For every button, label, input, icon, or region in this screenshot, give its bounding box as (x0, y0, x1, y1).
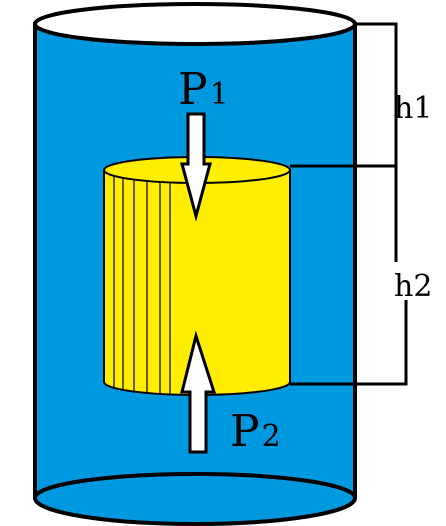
container-top-rim (33, 2, 357, 46)
p1-subscript: 1 (210, 77, 229, 112)
dimension-lines (290, 22, 408, 386)
h1-label: h1 (394, 91, 432, 126)
pressure-arrow-up-icon (180, 330, 217, 454)
h2-label: h2 (394, 269, 432, 304)
container-bottom-back-edge (33, 472, 357, 499)
pressure-arrow-down-icon (180, 112, 212, 222)
p2-label: P2 (230, 406, 281, 457)
cylinder-shading-lines (113, 176, 171, 395)
submerged-cylinder (103, 156, 291, 396)
p2-subscript: 2 (262, 419, 281, 454)
h1-bracket (290, 22, 398, 168)
h2-bracket (290, 300, 408, 386)
p1-label: P1 (178, 64, 229, 115)
